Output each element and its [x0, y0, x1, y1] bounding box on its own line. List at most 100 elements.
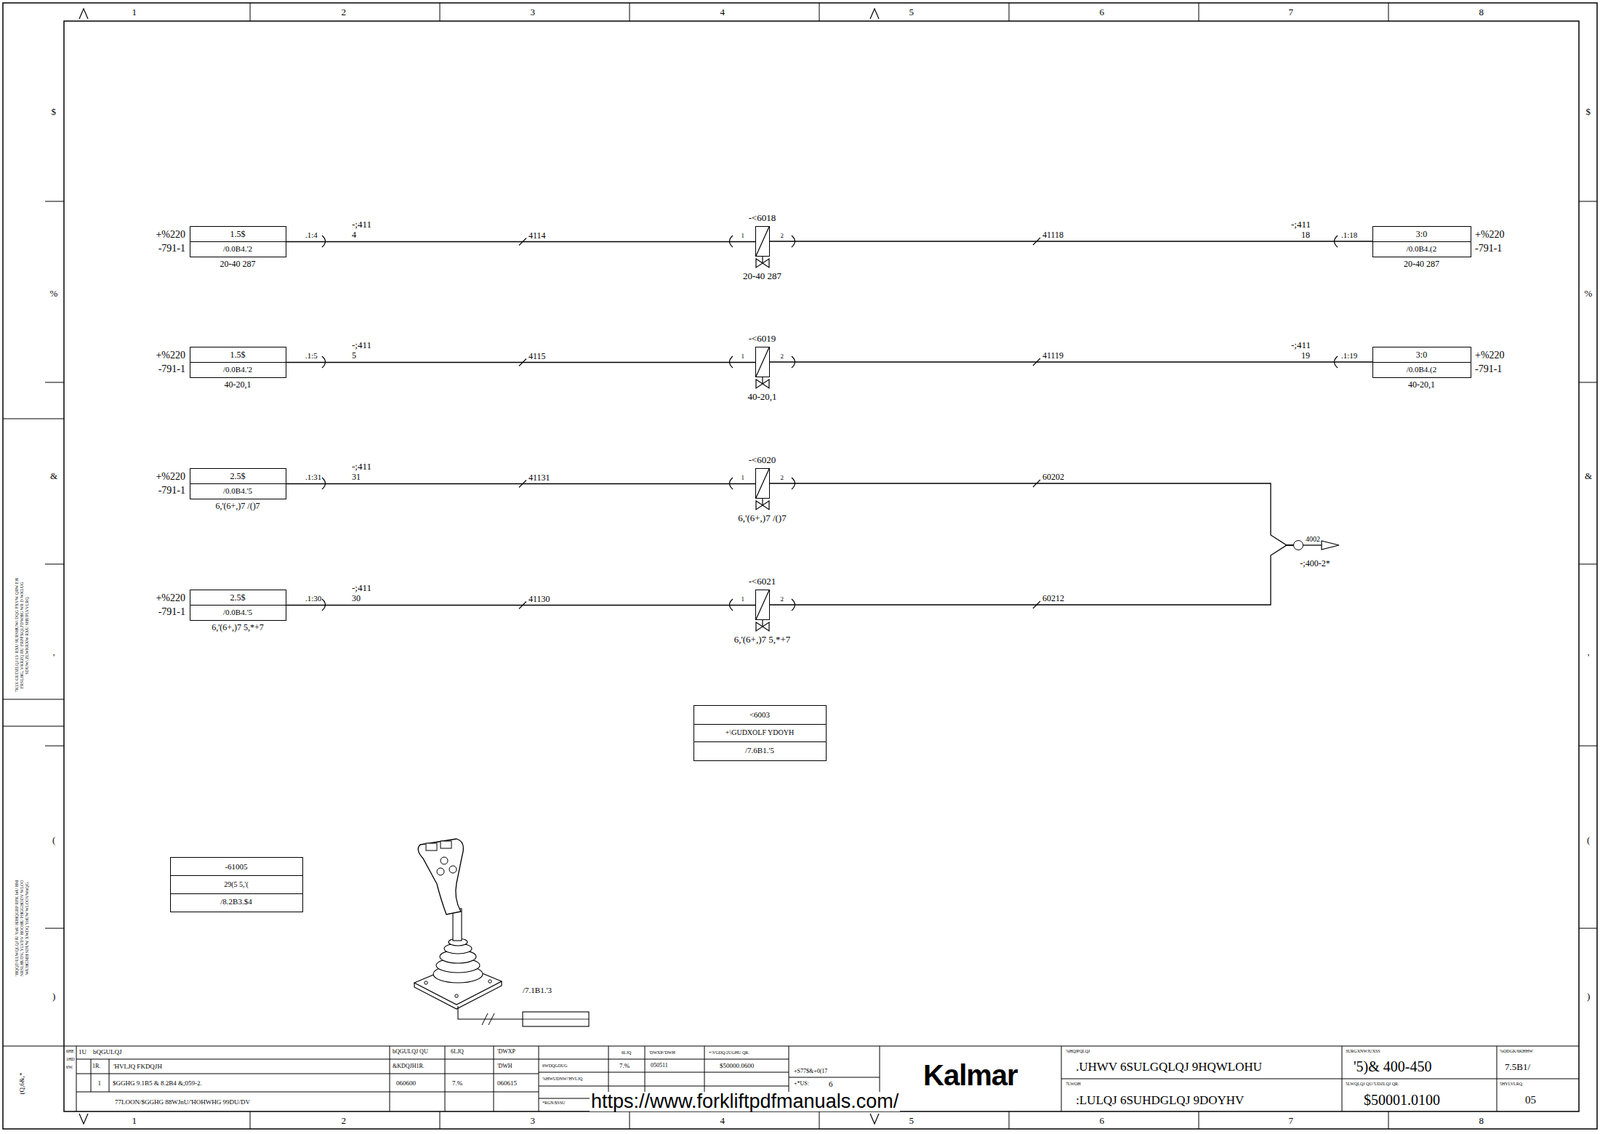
- drawing-label: 30: [351, 593, 361, 603]
- terminal-arrow: [1321, 540, 1340, 550]
- joystick-screw: [488, 979, 492, 983]
- title-block-line: [63, 1045, 1579, 1047]
- valve-stem: [761, 377, 763, 384]
- drawing-label: -;411: [351, 219, 372, 229]
- valve-function: 6,'(6+,)7 5,*+7: [734, 634, 791, 645]
- note-box-line: [2, 699, 64, 701]
- page-ref: /0.0B4.'5: [223, 487, 253, 496]
- harness-name: -791-1: [158, 364, 186, 375]
- drawing-label: 3: [530, 7, 536, 17]
- frame-tick: [45, 928, 64, 930]
- inner-frame: [63, 21, 1579, 1112]
- frame-tick: [819, 1111, 820, 1129]
- drawing-label: $GGHG 9.1B5 & 8.2B4 &;059-2.: [112, 1080, 203, 1087]
- drawing-label: $50001.0100: [1363, 1092, 1441, 1108]
- drawing-label: 5LWQLQJ QU/'UDZLQJ QR.: [1345, 1081, 1399, 1087]
- connector-box: 3:0/0.0B4.(2+%220-791-140-20,1: [1372, 346, 1472, 379]
- page-ref: /0.0B4.'5: [223, 608, 253, 617]
- drawing-label: -;411: [351, 340, 372, 350]
- coil-diagonal: [756, 590, 770, 620]
- frame-tick: [45, 382, 64, 384]
- drawing-label: 1U: [78, 1048, 87, 1056]
- joystick-screw: [424, 981, 428, 985]
- frame-tick: [439, 1111, 441, 1129]
- frame-tick: [1578, 745, 1598, 747]
- page-ref: /0.0B4.'2: [223, 365, 253, 374]
- drawing-label: %ODGK/6KHHW: [1499, 1048, 1534, 1054]
- cell-divider: [1373, 241, 1471, 243]
- drawing-label: ': [53, 652, 55, 662]
- drawing-label: %: [1584, 288, 1593, 299]
- valve-symbol: [756, 500, 770, 510]
- connector-box: 3:0/0.0B4.(2+%220-791-120-40 287: [1372, 226, 1472, 258]
- valve-function: 20-40 287: [742, 271, 782, 281]
- cell-divider: [190, 604, 286, 606]
- connector-box: +%220-791-11.5$/0.0B4.'240-20,1: [189, 346, 287, 379]
- drawing-label: 1HD: [66, 1056, 75, 1062]
- frame-tick: [250, 1111, 251, 1129]
- drawing-label: 7.%: [619, 1062, 630, 1070]
- frame-tick: [1388, 1111, 1390, 1129]
- harness-name: +%220: [1474, 350, 1505, 361]
- connector-box: +%220-791-12.5$/0.0B4.'56,'(6+,)7 5,*+7: [189, 589, 287, 621]
- drawing-label: 5: [909, 1115, 915, 1126]
- title-block-line: [1061, 1078, 1579, 1080]
- drawing-label: /7.1B1.'3: [522, 986, 552, 995]
- wire-number: 60202: [1042, 472, 1065, 482]
- title-block-line: [76, 1091, 539, 1093]
- joystick-button: [449, 865, 457, 874]
- harness-name: +%220: [155, 471, 186, 482]
- drawing-label: 7.5B1/: [1504, 1062, 1531, 1072]
- title-block-line: [538, 1046, 540, 1112]
- drawing-label: -;411: [1291, 340, 1311, 350]
- valve-stem: [761, 620, 763, 627]
- coil-diagonal: [756, 226, 770, 256]
- cell-divider: [694, 724, 826, 725]
- connector-code: 1.5$: [230, 229, 246, 239]
- drawing-label: :LULQJ 6SUHDGLQJ 9DOYHV: [1075, 1094, 1244, 1107]
- cell-divider: [190, 362, 286, 363]
- title-block-line: [90, 1059, 92, 1092]
- frame-tick: [250, 2, 251, 22]
- drawing-label: 5: [909, 7, 915, 17]
- drawing-label: 2: [341, 7, 347, 17]
- cable-connector: [522, 1011, 589, 1027]
- drawing-label: +*US:: [793, 1080, 810, 1087]
- page-ref: /0.0B4.'2: [223, 244, 253, 253]
- joystick-button: [440, 857, 448, 865]
- drawing-label: 3URGXNWJUXSS: [1345, 1048, 1381, 1054]
- frame-tick: [45, 564, 64, 565]
- drawing-label: +\VGDQ/2UGHU QR.: [708, 1050, 750, 1055]
- drawing-label: .1:31: [305, 473, 322, 482]
- wire-number: 4114: [528, 231, 546, 240]
- drawing-label: 6HE: [66, 1048, 75, 1054]
- margin-note: (Q,6&,*: [18, 1072, 26, 1095]
- terminal-ref: -;400-2*: [1299, 559, 1330, 568]
- cable-connector-line: [522, 1019, 589, 1020]
- cell-divider: [170, 875, 303, 876]
- cable-break-mark: [481, 1013, 488, 1025]
- title-block-line: [538, 1086, 789, 1087]
- drawing-label: 2: [780, 232, 785, 240]
- wire: [769, 483, 1294, 546]
- title-block-line: [389, 1046, 391, 1112]
- connector-code: 2.5$: [230, 593, 246, 602]
- wire-number: 41131: [528, 473, 551, 482]
- drawing-label: ): [1586, 991, 1590, 1001]
- drawing-label: .UHWV 6SULGQLQJ 9HQWLOHU: [1075, 1060, 1262, 1073]
- wire-number: 4115: [528, 351, 546, 361]
- frame-marker: [79, 8, 88, 19]
- signal-name: 20-40 287: [1403, 259, 1440, 269]
- frame-tick: [1198, 1111, 1200, 1129]
- reference-box: -6100529(5 5,'(/8.2B3.$4: [170, 857, 304, 913]
- drawing-label: 2: [780, 353, 785, 360]
- drawing-label: 1: [98, 1080, 102, 1087]
- signal-name: 6,'(6+,)7 5,*+7: [211, 622, 264, 632]
- signal-name: 6,'(6+,)7 /()7: [215, 501, 260, 511]
- drawing-label: 'DWH: [497, 1063, 513, 1070]
- connector-code: 3:0: [1416, 229, 1427, 239]
- note-box-line: [2, 418, 64, 420]
- valve-function: 6,'(6+,)7 /()7: [737, 513, 786, 523]
